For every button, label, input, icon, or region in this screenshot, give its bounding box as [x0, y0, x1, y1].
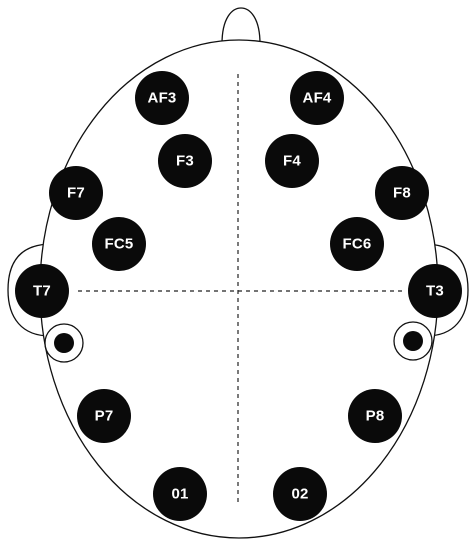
electrode-p7: P7 — [77, 389, 131, 443]
electrode-f4-label: F4 — [283, 153, 301, 170]
electrode-f3-label: F3 — [176, 153, 194, 170]
electrode-fc6: FC6 — [330, 217, 384, 271]
electrode-fc5: FC5 — [92, 217, 146, 271]
electrode-t7: T7 — [15, 264, 69, 318]
nose-outline — [221, 7, 261, 45]
electrode-af4: AF4 — [290, 71, 344, 125]
electrode-fc5-label: FC5 — [105, 236, 134, 253]
electrode-o2: 02 — [273, 467, 327, 521]
electrode-f7-label: F7 — [67, 185, 85, 202]
electrode-o2-label: 02 — [291, 486, 308, 503]
electrode-t7-label: T7 — [33, 283, 51, 300]
right-reference-dot — [403, 331, 423, 351]
electrode-p8: P8 — [348, 389, 402, 443]
electrode-af4-label: AF4 — [303, 90, 332, 107]
electrode-t3: T3 — [408, 264, 462, 318]
electrode-f4: F4 — [265, 134, 319, 188]
right-reference — [393, 321, 433, 361]
electrode-af3-label: AF3 — [148, 90, 177, 107]
head-outline — [39, 39, 439, 539]
electrode-f8: F8 — [375, 166, 429, 220]
electrode-f7: F7 — [49, 166, 103, 220]
electrode-t3-label: T3 — [426, 283, 444, 300]
electrode-fc6-label: FC6 — [343, 236, 372, 253]
electrode-o1: 01 — [153, 467, 207, 521]
left-reference-dot — [54, 333, 74, 353]
electrode-f3: F3 — [158, 134, 212, 188]
electrode-p8-label: P8 — [366, 408, 385, 425]
electrode-af3: AF3 — [135, 71, 189, 125]
electrode-f8-label: F8 — [393, 185, 411, 202]
electrode-o1-label: 01 — [171, 486, 188, 503]
left-reference — [44, 323, 84, 363]
electrode-p7-label: P7 — [95, 408, 114, 425]
